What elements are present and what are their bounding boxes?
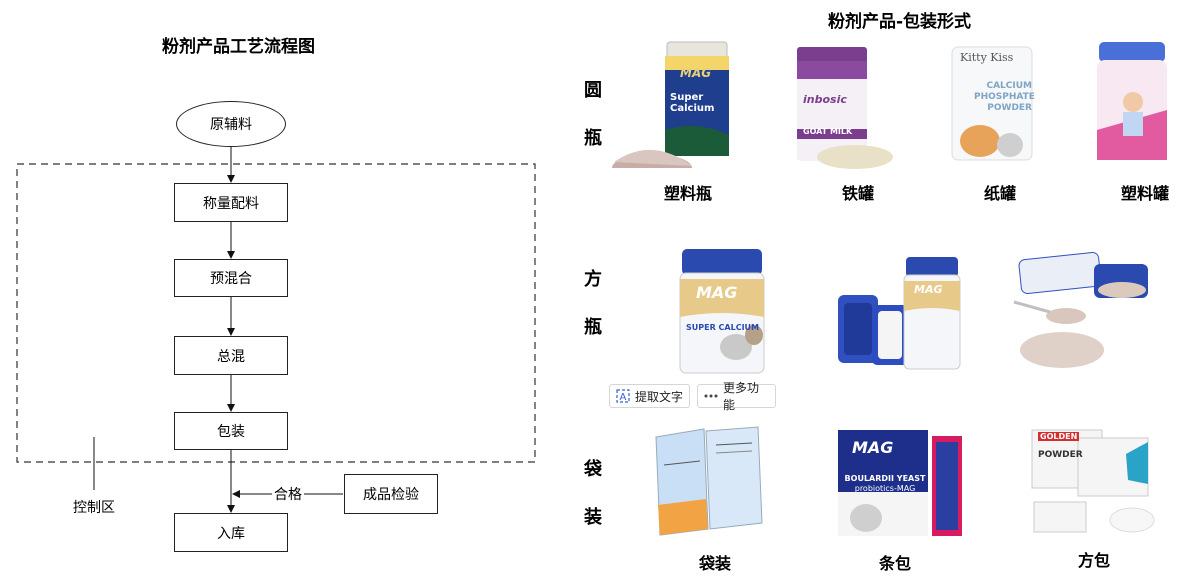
mag-logo-bag: MAG [852,438,894,457]
row-label-bag-1: 袋 [584,459,602,480]
probiotics-label: probiotics-MAG [854,484,916,493]
step-weighing: 称量配料 [174,183,288,222]
caption-plastic-jar: 塑料罐 [1120,184,1169,203]
caption-tin-can: 铁罐 [841,184,874,203]
row-label-round-2: 瓶 [584,128,602,149]
mag-logo-square: MAG [696,283,738,302]
row-label-round-1: 圆 [584,80,602,101]
pass-label: 合格 [272,484,304,504]
packaging-title: 粉剂产品-包装形式 [828,12,972,32]
inspection-node: 成品检验 [344,474,438,514]
caption-paper-can: 纸罐 [983,184,1016,203]
calcium-powder-label: CALCIUM PHOSPHATE POWDER [974,81,1035,113]
end-node-warehouse: 入库 [174,513,288,552]
step-premix: 预混合 [174,259,288,297]
step-final-mix: 总混 [174,336,288,375]
step-packaging: 包装 [174,412,288,450]
product-square-bottle: MAG SUPER CALCIUM [678,247,768,377]
more-functions-button[interactable]: 更多功能 [697,381,776,412]
extract-text-label: 提取文字 [635,389,684,404]
product-sachet: GOLDEN POWDER [1030,424,1158,536]
flowchart-title: 粉剂产品工艺流程图 [162,37,315,57]
boulardii-label: BOULARDII YEAST [844,474,926,483]
caption-stick-pack: 条包 [878,554,911,573]
more-dots-icon [704,389,718,403]
super-calcium-caps: SUPER CALCIUM [686,323,759,332]
control-region-border [16,163,536,463]
goat-milk-label: GOAT MILK [803,127,853,136]
kitty-kiss-logo: Kitty Kiss [960,51,1014,64]
powder-label: POWDER [1038,450,1083,460]
svg-text:A: A [620,392,627,403]
caption-sachet: 方包 [1077,551,1110,570]
product-stick-pack: MAG BOULARDII YEAST probiotics-MAG [836,428,968,538]
product-square-scoop [1010,250,1160,372]
inbosic-logo: inbosic [803,93,847,106]
product-square-bottle-open: MAG [832,255,962,373]
row-label-square-1: 方 [584,269,602,290]
row-label-bag-2: 装 [584,507,602,528]
golden-logo: GOLDEN [1038,432,1080,441]
product-tin-can: inbosic GOAT MILK [795,45,895,170]
more-functions-label: 更多功能 [723,381,760,412]
mag-logo-open: MAG [914,283,943,296]
mag-logo: MAG [680,66,712,80]
product-bag [652,425,767,537]
control-area-label: 控制区 [73,500,115,516]
caption-bag: 袋装 [698,554,731,573]
text-scan-icon: A [616,389,630,403]
caption-plastic-bottle: 塑料瓶 [663,184,712,203]
start-node: 原辅料 [176,101,286,147]
row-label-square-2: 瓶 [584,317,602,338]
product-plastic-jar [1095,40,1170,165]
extract-text-button[interactable]: A 提取文字 [609,384,690,408]
super-calcium-label: Super Calcium [670,92,715,114]
product-plastic-bottle: MAG Super Calcium [612,40,742,182]
product-paper-can: Kitty Kiss CALCIUM PHOSPHATE POWDER [950,45,1035,163]
